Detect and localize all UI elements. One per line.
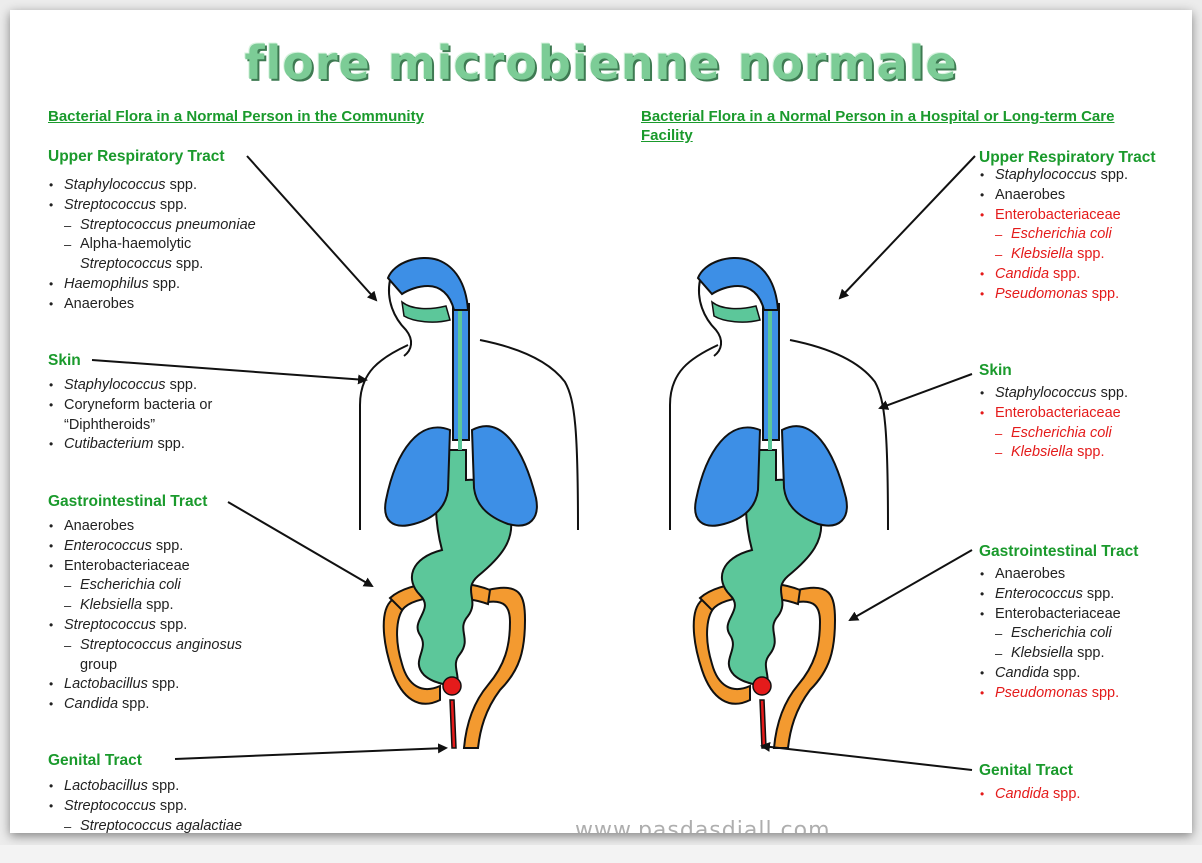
arrow-right-skin [880, 374, 972, 408]
arrow-left-genital [175, 748, 446, 759]
arrow-right-gi [850, 550, 972, 620]
arrow-right-upper [840, 156, 975, 298]
bottom-band [0, 845, 1202, 863]
page-sheet: flore microbienne normale Bacterial Flor… [10, 10, 1192, 833]
anatomy-diagrams [10, 10, 1192, 833]
left-anatomy-figure [360, 258, 578, 748]
arrow-right-genital [762, 746, 972, 770]
right-anatomy-figure [670, 258, 888, 748]
arrow-left-gi [228, 502, 372, 586]
arrow-left-upper [247, 156, 376, 300]
arrow-left-skin [92, 360, 366, 380]
